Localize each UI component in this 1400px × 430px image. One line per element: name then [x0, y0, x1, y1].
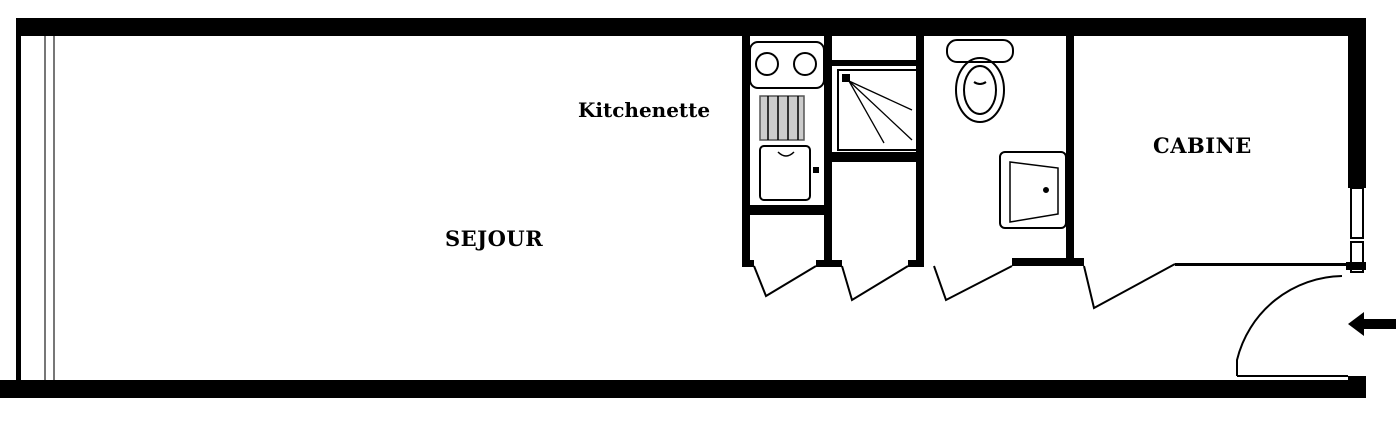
right-wall-lower — [1346, 262, 1366, 270]
toilet-icon — [946, 39, 1014, 123]
dishwasher-icon — [759, 95, 805, 141]
right-wall-bottom — [1348, 376, 1366, 398]
entrance-arrow-icon — [1348, 312, 1396, 336]
kitchen-sink-icon — [759, 145, 819, 201]
right-wall-upper — [1348, 18, 1366, 188]
cooktop-icon — [749, 41, 825, 89]
washbasin-icon — [999, 151, 1067, 229]
shower-icon — [837, 69, 919, 151]
doors — [753, 263, 1348, 377]
room-label-cabine: CABINE — [1153, 133, 1252, 158]
window-right — [1350, 187, 1364, 273]
exterior-walls — [0, 18, 1366, 398]
window-left — [44, 36, 55, 380]
door-wc — [933, 265, 1013, 302]
interior-walls — [742, 36, 1350, 267]
door-kitchen-storage — [753, 265, 817, 298]
room-label-kitchenette: Kitchenette — [578, 98, 711, 122]
door-cabine — [1083, 263, 1176, 310]
top-wall — [16, 18, 1366, 36]
door-entrance — [1236, 275, 1343, 376]
bottom-wall — [0, 380, 1366, 398]
door-shower-room — [841, 265, 909, 302]
room-label-sejour: SEJOUR — [445, 226, 544, 251]
left-wall — [16, 18, 21, 380]
